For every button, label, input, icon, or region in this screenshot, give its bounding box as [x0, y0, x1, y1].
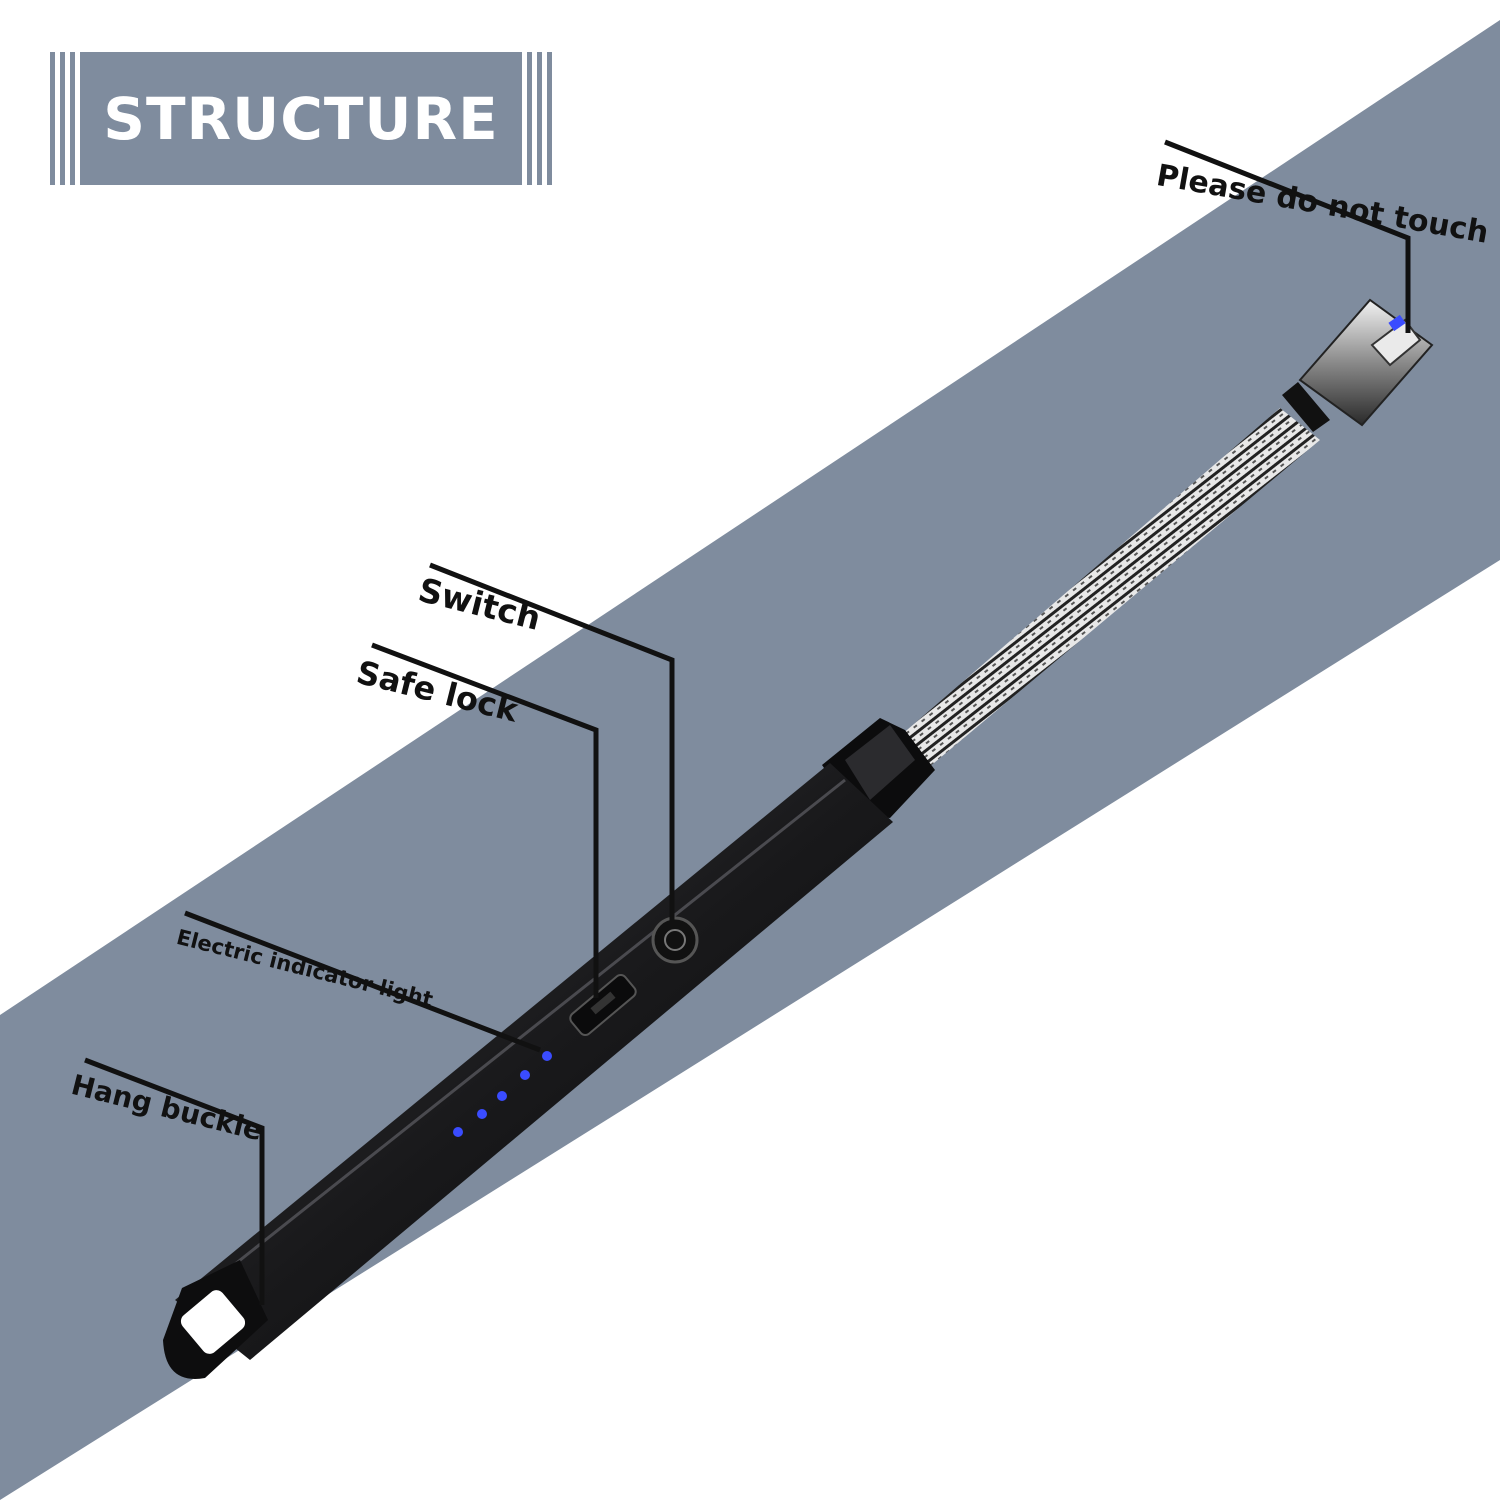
- indicator-leds: [453, 1051, 552, 1137]
- lighter-body: [175, 763, 893, 1360]
- safe-lock-slider: [569, 973, 637, 1037]
- title-frame: [50, 52, 552, 185]
- flexible-neck: [900, 408, 1320, 768]
- switch-button-graphic: [651, 916, 699, 964]
- page-title: STRUCTURE: [103, 84, 499, 153]
- hang-buckle: [163, 1260, 268, 1379]
- leader-lines: [84, 139, 1411, 1305]
- diagonal-band: [0, 20, 1500, 1500]
- lighter-head: [1282, 298, 1434, 432]
